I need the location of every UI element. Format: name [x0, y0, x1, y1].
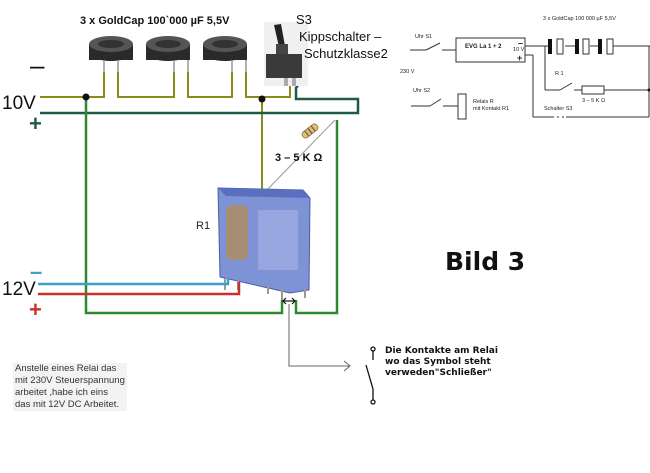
note-line: Anstelle eines Relai das	[15, 363, 117, 374]
goldcap-capacitor	[89, 36, 133, 72]
schematic	[410, 37, 650, 120]
schematic-charger-voltage: 10 V	[513, 47, 525, 53]
schematic-r1-label: R 1	[555, 71, 564, 77]
schematic-charger-minus: –	[518, 38, 524, 48]
schematic-switch-label: Schalter S3	[544, 106, 573, 112]
schematic-charger-label: EVG La 1 + 2	[465, 44, 502, 50]
figure-title: Bild 3	[445, 247, 526, 276]
12v-minus-wire	[38, 278, 230, 286]
note-line: das mit 12V DC Arbeitet.	[15, 399, 120, 410]
contact-note-line: verweden"Schließer"	[385, 368, 492, 378]
switch-s3-label: S3	[296, 12, 312, 27]
12v-plus-wire	[38, 282, 241, 296]
schematic-capacitors	[548, 38, 614, 55]
goldcap-capacitor	[203, 36, 247, 72]
toggle-switch-s3	[264, 22, 308, 86]
pointer-arrow-icon	[343, 360, 351, 372]
schematic-clock2-label: Uhr S2	[413, 88, 431, 94]
resistor-component	[301, 123, 319, 139]
contact-note-line: wo das Symbol steht	[385, 357, 491, 367]
relay-r1-label: R1	[196, 220, 211, 232]
resistor-wiring	[261, 119, 336, 196]
capacitor-wiring	[40, 72, 291, 196]
10v-minus-sign: –	[30, 50, 45, 80]
12v-label: 12V	[2, 279, 36, 300]
schematic-relay-label-line1: Relais R	[473, 99, 494, 105]
normally-open-contact-symbol	[365, 346, 376, 405]
schematic-charger-plus: +	[517, 53, 523, 63]
relay-note: Anstelle eines Relai das mit 230V Steuer…	[13, 363, 127, 411]
resistor-label: 3 – 5 K Ω	[275, 152, 323, 164]
contact-note-line: Die Kontakte am Relai	[385, 346, 498, 356]
plus-rail-wiring	[40, 81, 360, 115]
contact-note: Die Kontakte am Relai wo das Symbol steh…	[385, 346, 498, 379]
12v-plus-sign: +	[29, 297, 42, 322]
schematic-mains-label: 230 V	[400, 69, 415, 75]
schematic-caps-label: 3 x GoldCap 100 000 µF 5,5V	[543, 16, 616, 22]
relay-contact-wiring	[84, 97, 339, 315]
contact-marker	[282, 297, 296, 305]
capacitors-title: 3 x GoldCap 100`000 µF 5,5V	[80, 15, 230, 27]
schematic-relay-label-line2: mit Kontakt R1	[473, 106, 510, 112]
relay-r1	[217, 187, 311, 300]
schematic-resistor-label: 3 – 5 K Ω	[582, 98, 606, 104]
10v-label: 10V	[2, 93, 36, 114]
junction-dot	[258, 95, 266, 103]
note-line: mit 230V Steuerspannung	[15, 375, 125, 386]
12v-minus-sign: –	[30, 259, 43, 284]
switch-description-line2: Schutzklasse2	[304, 46, 388, 61]
10v-plus-sign: +	[29, 111, 42, 136]
pointer-line	[288, 304, 349, 367]
schematic-clock1-label: Uhr S1	[415, 34, 433, 40]
switch-description-line1: Kippschalter –	[299, 29, 382, 44]
goldcap-capacitor	[146, 36, 190, 72]
note-line: arbeitet ,habe ich eins	[15, 387, 108, 398]
junction-dot	[647, 88, 650, 92]
junction-dot	[82, 93, 90, 101]
